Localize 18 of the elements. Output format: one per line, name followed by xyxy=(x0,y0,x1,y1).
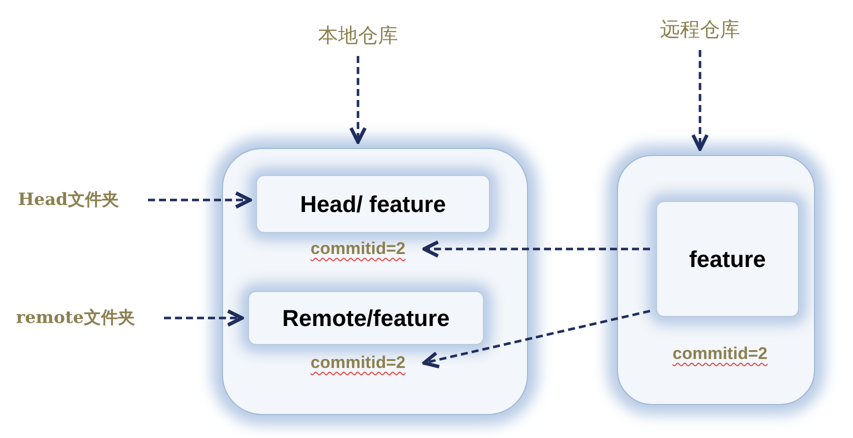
arrow xyxy=(164,309,244,327)
arrow xyxy=(349,56,367,144)
branch-box: feature xyxy=(656,201,799,317)
repository-title: 本地仓库 xyxy=(310,20,406,50)
repository-box xyxy=(617,155,815,405)
arrow xyxy=(691,50,709,151)
branch-box: Head/ feature xyxy=(256,175,490,233)
commit-label: commitid=2 xyxy=(298,237,418,261)
folder-label: Head文件夹 xyxy=(18,187,142,213)
arrow xyxy=(148,191,252,209)
arrow xyxy=(422,240,650,258)
branch-box: Remote/feature xyxy=(248,291,484,345)
folder-label: remote文件夹 xyxy=(16,305,158,331)
commit-label: commitid=2 xyxy=(672,343,768,365)
arrow xyxy=(422,310,650,368)
repository-title: 远程仓库 xyxy=(653,14,747,44)
repository-box xyxy=(222,148,528,415)
commit-label: commitid=2 xyxy=(298,351,418,375)
